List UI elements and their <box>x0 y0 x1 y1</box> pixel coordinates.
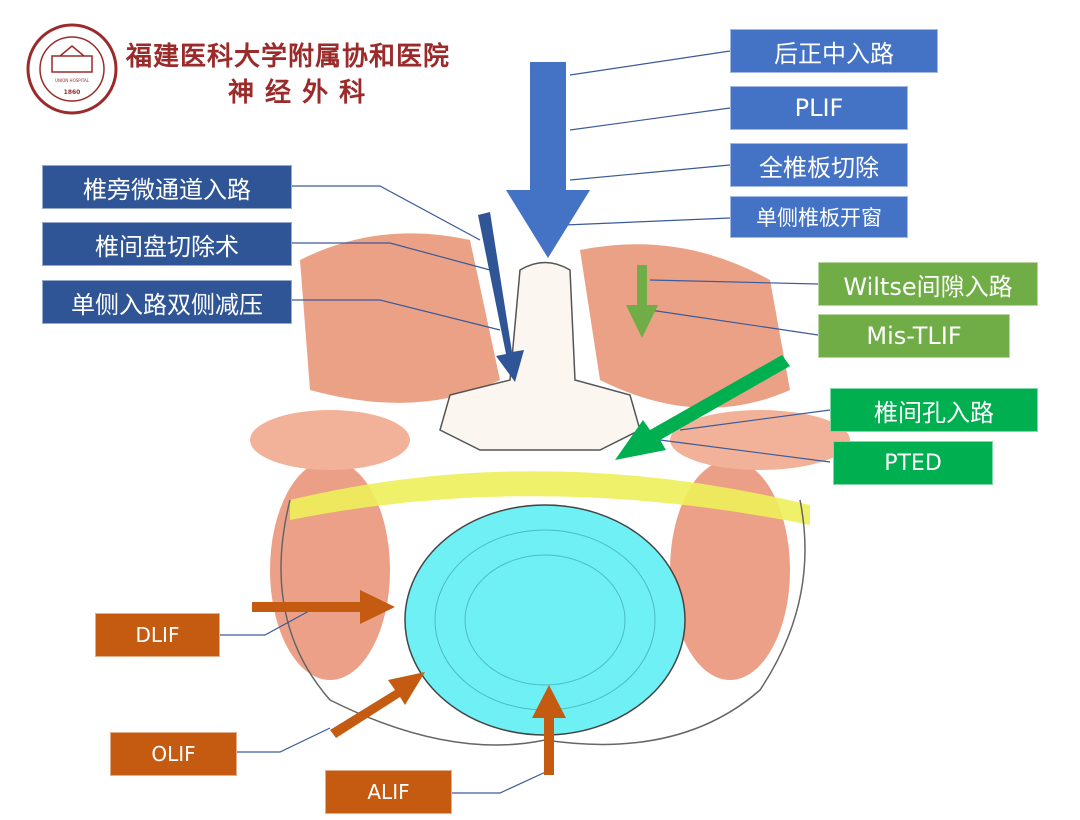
transforaminal-arrow <box>615 355 790 460</box>
alif-arrow <box>532 685 566 775</box>
svg-text:1860: 1860 <box>64 89 81 96</box>
label-plif: PLIF <box>730 86 908 130</box>
olif-arrow <box>330 672 425 738</box>
svg-text:UNION HOSPITAL: UNION HOSPITAL <box>55 78 90 83</box>
label-pted: PTED <box>833 441 993 485</box>
label-paraspinal-approach: 椎旁微通道入路 <box>42 165 292 209</box>
wiltse-arrow <box>626 265 658 338</box>
department-name: 神 经 外 科 <box>228 78 367 108</box>
hospital-name: 福建医科大学附属协和医院 <box>126 42 451 72</box>
label-wiltse: Wiltse间隙入路 <box>818 262 1038 306</box>
nerve-band <box>290 471 810 525</box>
posterior-midline-arrow <box>506 62 590 258</box>
label-ulbd: 单侧入路双侧减压 <box>42 280 292 324</box>
vertebra-posterior <box>439 261 641 451</box>
label-dlif: DLIF <box>95 613 220 657</box>
leader-lines <box>220 50 831 794</box>
label-transforaminal: 椎间孔入路 <box>830 388 1038 432</box>
label-laminectomy: 全椎板切除 <box>730 143 908 187</box>
paraspinal-arrow <box>478 212 524 382</box>
label-mis-tlif: Mis-TLIF <box>818 314 1010 358</box>
label-posterior-midline: 后正中入路 <box>730 29 938 73</box>
label-discectomy: 椎间盘切除术 <box>42 222 292 266</box>
label-fenestration: 单侧椎板开窗 <box>730 196 908 238</box>
hospital-logo: UNION HOSPITAL 1860 <box>26 23 118 115</box>
label-alif: ALIF <box>325 770 452 814</box>
dlif-arrow <box>252 590 395 624</box>
label-olif: OLIF <box>110 732 237 776</box>
